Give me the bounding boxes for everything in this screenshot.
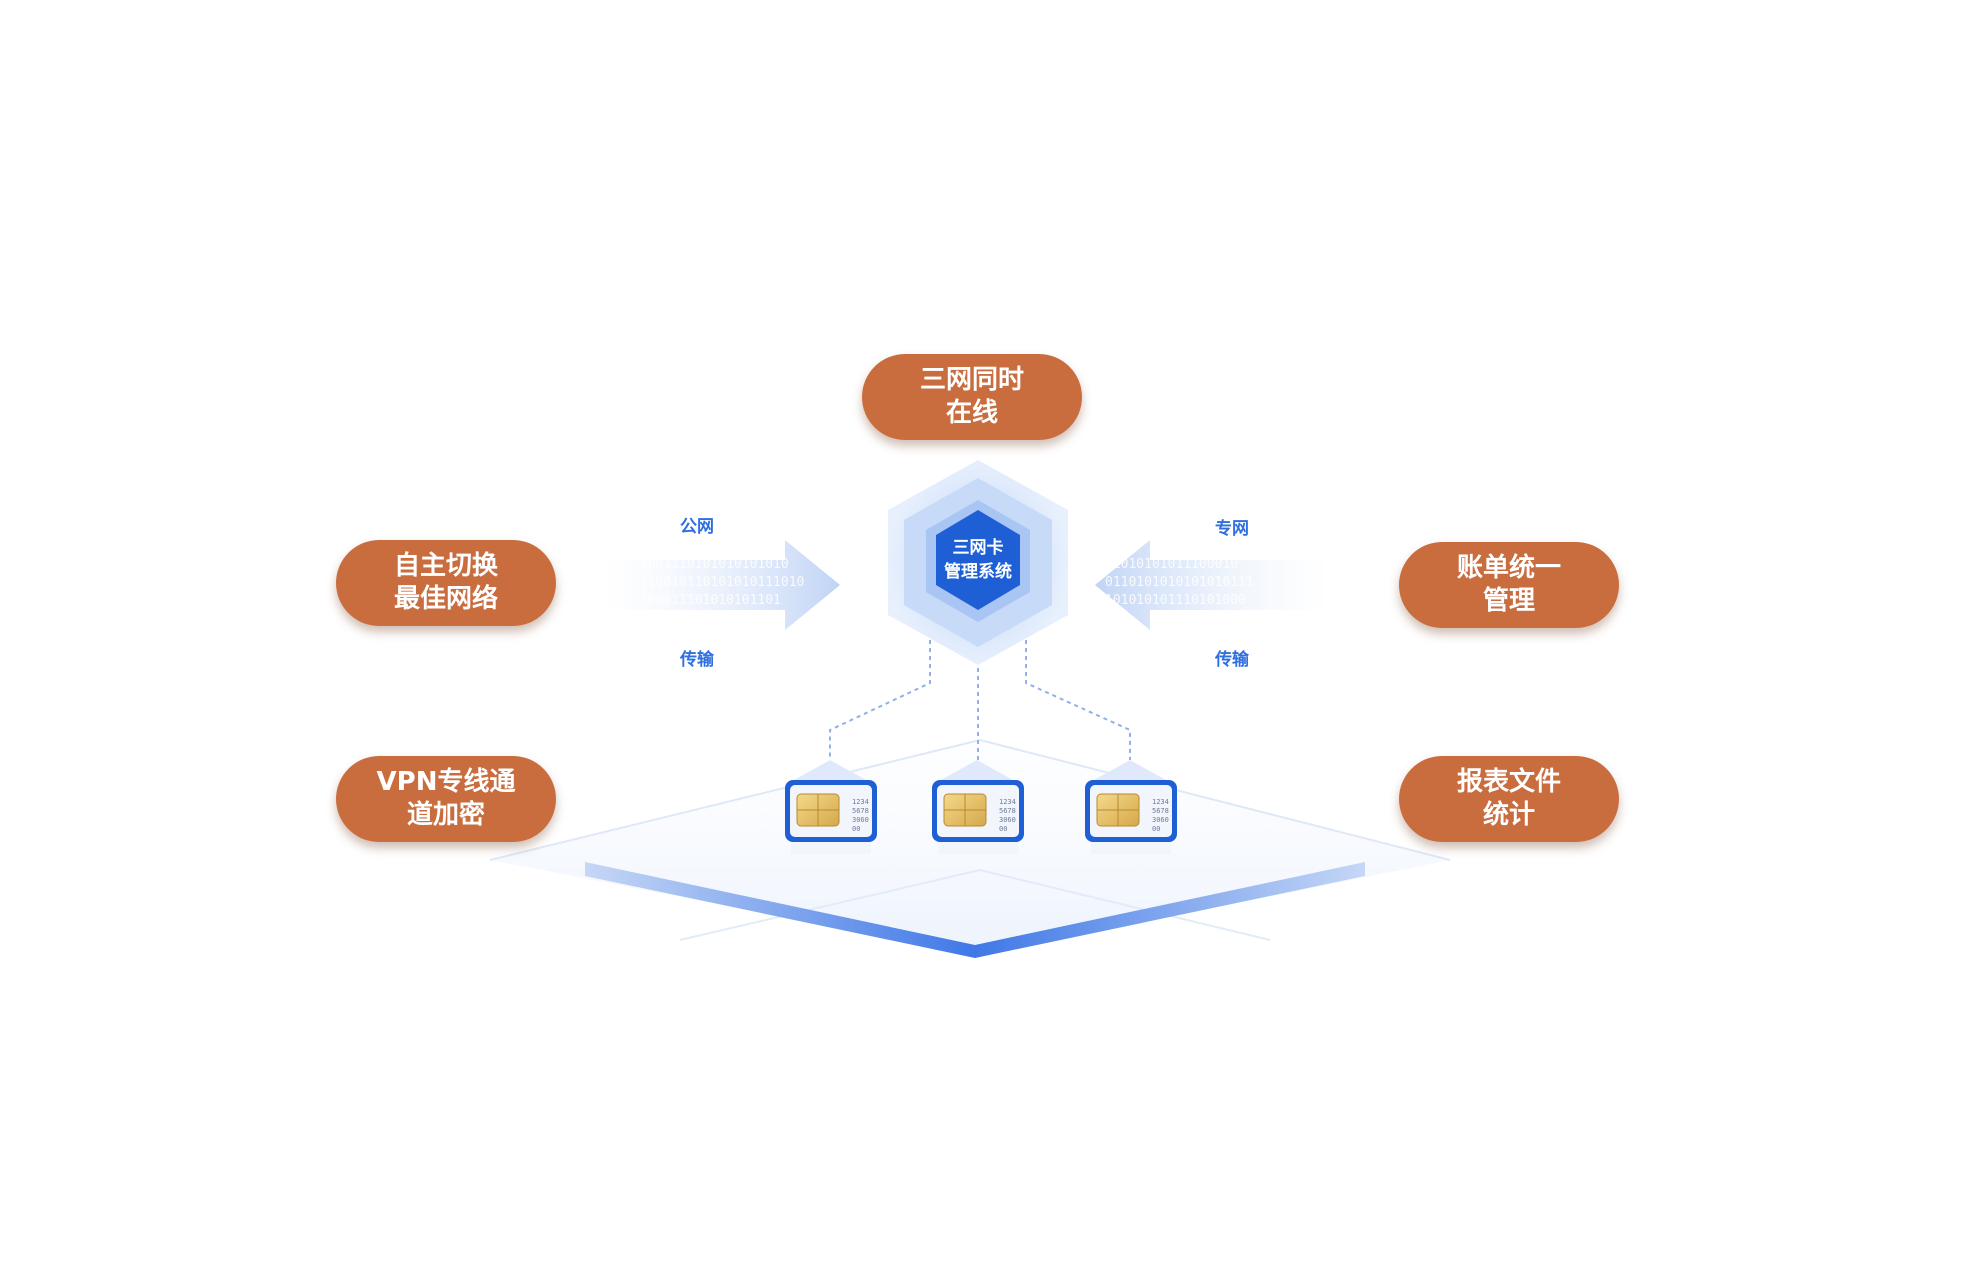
feature-pill-right-bottom: 报表文件 统计 bbox=[1399, 756, 1619, 842]
sim-card-1 bbox=[785, 760, 877, 854]
feature-right-bottom-line1: 报表文件 bbox=[1456, 767, 1561, 797]
feature-top-line1: 三网同时 bbox=[919, 365, 1024, 395]
feature-left-bottom-line1: VPN专线通 bbox=[376, 767, 516, 797]
svg-text:01010101011100010: 01010101011100010 bbox=[1105, 557, 1238, 572]
feature-pill-left-top: 自主切换 最佳网络 bbox=[336, 540, 556, 626]
svg-text:0110101010101010111: 0110101010101010111 bbox=[1105, 575, 1254, 590]
feature-pill-left-bottom: VPN专线通 道加密 bbox=[336, 756, 556, 842]
left-flow-top-label: 公网 bbox=[680, 517, 714, 537]
hub-label-line1: 三网卡 bbox=[952, 538, 1004, 558]
svg-text:101010101110101000: 101010101110101000 bbox=[1105, 593, 1246, 608]
feature-left-top-line2: 最佳网络 bbox=[393, 584, 498, 614]
svg-text:110010110101010111010: 110010110101010111010 bbox=[640, 575, 804, 590]
feature-right-top-line1: 账单统一 bbox=[1456, 553, 1561, 583]
svg-text:000011101010101101: 000011101010101101 bbox=[640, 593, 781, 608]
hub-label-line2: 管理系统 bbox=[944, 562, 1012, 582]
svg-text:0001110101010101010: 0001110101010101010 bbox=[640, 557, 789, 572]
left-flow-bottom-label: 传输 bbox=[680, 650, 714, 670]
feature-left-bottom-line2: 道加密 bbox=[406, 800, 485, 830]
feature-pill-right-top: 账单统一 管理 bbox=[1399, 542, 1619, 628]
connection-lines bbox=[829, 640, 1131, 760]
sim-card-2 bbox=[932, 760, 1024, 854]
right-flow-arrow: 01010101011100010 0110101010101010111 10… bbox=[1095, 540, 1330, 630]
feature-left-top-line1: 自主切换 bbox=[393, 551, 498, 581]
hub-hexagon bbox=[888, 460, 1068, 665]
hub-label: 三网卡 管理系统 bbox=[918, 536, 1038, 584]
sim-card-3 bbox=[1085, 760, 1177, 854]
left-flow-arrow: 0001110101010101010 11001011010101011101… bbox=[600, 540, 840, 630]
right-flow-top-label: 专网 bbox=[1215, 519, 1249, 539]
right-flow-bottom-label: 传输 bbox=[1215, 650, 1249, 670]
sim-digits-3: 1234 5678 3060 00 bbox=[1152, 798, 1169, 833]
sim-digits-1: 1234 5678 3060 00 bbox=[852, 798, 869, 833]
feature-right-top-line2: 管理 bbox=[1482, 586, 1535, 616]
feature-pill-top: 三网同时 在线 bbox=[862, 354, 1082, 440]
sim-digits-2: 1234 5678 3060 00 bbox=[999, 798, 1016, 833]
feature-right-bottom-line2: 统计 bbox=[1482, 800, 1535, 830]
feature-top-line2: 在线 bbox=[945, 398, 998, 428]
